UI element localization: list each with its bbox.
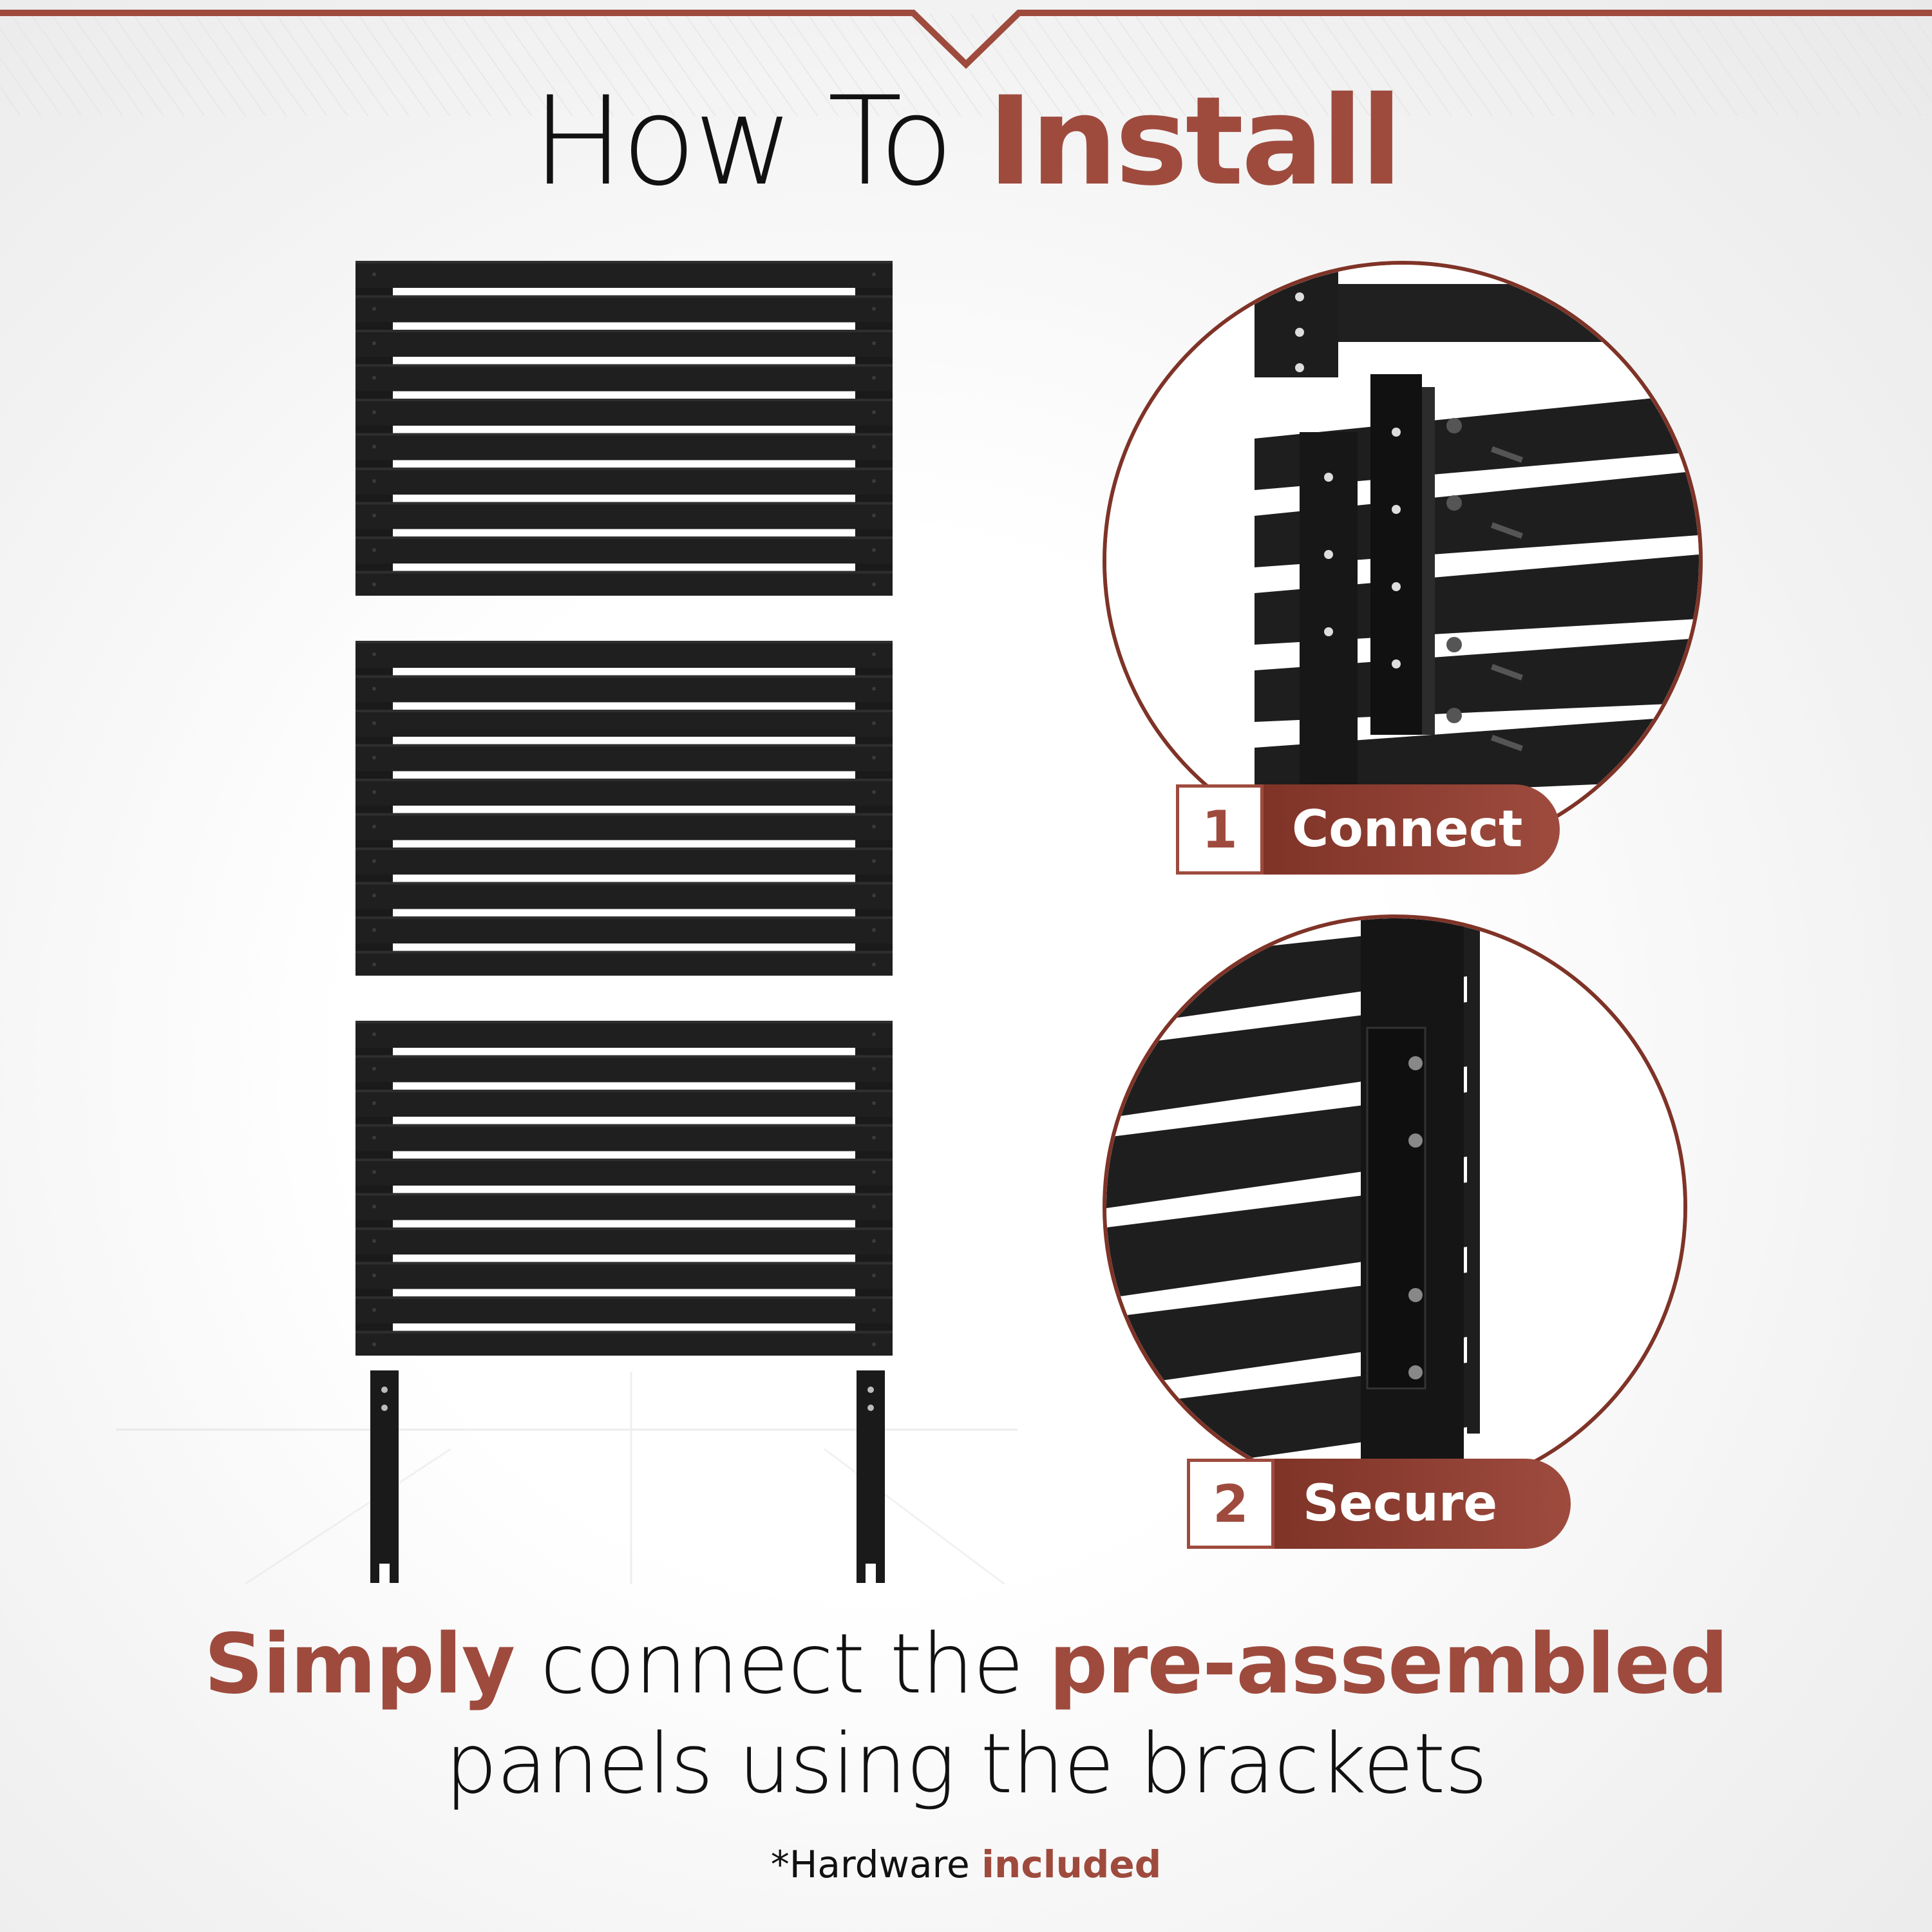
ground-post-left <box>370 1370 399 1583</box>
caption-simply: Simply <box>204 1616 515 1712</box>
caption-line-2: panels using the brackets <box>0 1716 1932 1813</box>
title-bold: Install <box>987 70 1403 213</box>
secure-detail-image <box>1103 914 1687 1499</box>
title-light: How To <box>532 70 954 213</box>
caption-line-1: Simply connect the pre-assembled <box>0 1616 1932 1713</box>
top-chevron-bar <box>0 10 1932 116</box>
fence-panel-top <box>355 261 893 596</box>
footnote-hardware: *Hardware <box>770 1842 970 1886</box>
caption-pre-assembled: pre-assembled <box>1048 1616 1729 1712</box>
connect-detail-image <box>1103 261 1703 861</box>
step-1-label: Connect <box>1264 784 1560 875</box>
page-title: How To Install <box>0 71 1932 213</box>
ground-post-right <box>857 1370 885 1583</box>
footnote-included: included <box>981 1842 1162 1886</box>
step-2-number: 2 <box>1187 1459 1274 1549</box>
fence-panel-bottom <box>355 1021 893 1356</box>
fence-panel-middle <box>355 641 893 976</box>
step-1-badge: 1 Connect <box>1176 784 1560 875</box>
hardware-footnote: *Hardware included <box>0 1842 1932 1887</box>
step-2-label: Secure <box>1274 1459 1571 1549</box>
caption-panels: panels using the brackets <box>444 1716 1488 1812</box>
step-1-number: 1 <box>1176 784 1264 875</box>
caption-connect: connect the <box>540 1616 1024 1712</box>
step-2-badge: 2 Secure <box>1187 1459 1571 1549</box>
